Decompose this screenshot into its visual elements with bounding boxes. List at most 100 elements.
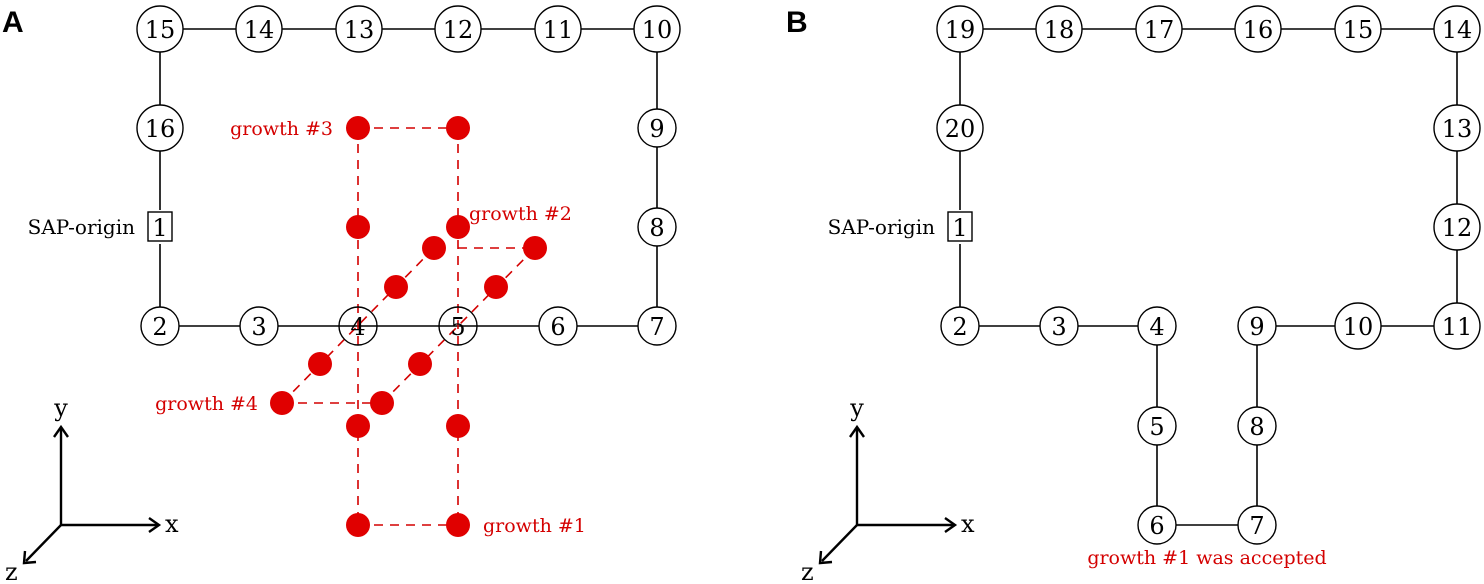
- node-label: 15: [145, 16, 176, 44]
- node-label: 11: [543, 16, 574, 44]
- node-16: [136, 104, 184, 152]
- node-label: 7: [1249, 512, 1264, 540]
- node-label: 9: [649, 115, 664, 143]
- growth-4-label: growth #4: [155, 393, 258, 415]
- panel-b: B: [786, 5, 1481, 584]
- node-label: 19: [945, 16, 976, 44]
- y-axis-arrow-icon: [849, 424, 865, 438]
- growth-diagonal-left: [281, 247, 435, 404]
- z-axis-label: z: [801, 558, 814, 584]
- growth-dot: [308, 352, 332, 376]
- growth-2-label: growth #2: [469, 203, 572, 225]
- node-label: 16: [1243, 16, 1274, 44]
- x-axis-label: x: [961, 510, 975, 538]
- x-axis-label: x: [165, 510, 179, 538]
- growth-dot: [446, 116, 470, 140]
- node-label: 3: [1051, 313, 1066, 341]
- panel-b-backbone-edges: [959, 28, 1458, 526]
- growth-dot: [446, 215, 470, 239]
- growth-dot: [446, 414, 470, 438]
- node-10: [633, 5, 681, 53]
- node-13: [1433, 104, 1481, 152]
- node-label: 2: [152, 313, 167, 341]
- node-4: [338, 306, 378, 346]
- node-15: [136, 5, 184, 53]
- node-19: [936, 5, 984, 53]
- z-axis-arrow-icon: [818, 550, 833, 565]
- node-7: [1237, 505, 1277, 545]
- origin-node-label: 1: [952, 214, 967, 242]
- panel-a: A: [2, 5, 681, 584]
- x-axis-arrow-icon: [944, 517, 958, 533]
- z-axis-arrow-icon: [22, 550, 37, 565]
- node-11: [1433, 302, 1481, 350]
- node-label: 15: [1343, 16, 1374, 44]
- y-axis-arrow-icon: [53, 424, 69, 438]
- node-label: 4: [350, 313, 365, 341]
- growth-dot: [422, 236, 446, 260]
- growth-dot: [370, 391, 394, 415]
- panel-b-letter: B: [786, 6, 808, 39]
- node-11: [534, 5, 582, 53]
- growth-diagonal-right: [381, 247, 536, 404]
- node-label: 8: [1249, 413, 1264, 441]
- sap-origin-label: SAP-origin: [28, 215, 135, 239]
- node-label: 8: [649, 214, 664, 242]
- node-3: [239, 306, 279, 346]
- node-label: 5: [1149, 413, 1164, 441]
- node-12: [1433, 203, 1481, 251]
- z-axis-line: [821, 524, 858, 562]
- z-axis-line: [25, 524, 62, 562]
- node-10: [1334, 302, 1382, 350]
- node-4: [1137, 306, 1177, 346]
- node-15: [1334, 5, 1382, 53]
- node-label: 14: [244, 16, 275, 44]
- node-label: 9: [1249, 313, 1264, 341]
- node-label: 14: [1442, 16, 1473, 44]
- panel-a-node-labels: 15 14 13 12 11 10 16 9 8 2 3 4 5 6 7 1: [145, 16, 673, 341]
- node-6: [1137, 505, 1177, 545]
- growth-dot: [346, 513, 370, 537]
- node-7: [637, 306, 677, 346]
- growth-dot: [523, 236, 547, 260]
- origin-node-box: [147, 211, 173, 242]
- node-12: [434, 5, 482, 53]
- panel-b-nodes: [936, 5, 1481, 545]
- node-label: 6: [1149, 512, 1164, 540]
- node-9: [1237, 306, 1277, 346]
- growth-accepted-caption: growth #1 was accepted: [1087, 547, 1326, 569]
- panel-b-node-labels: 19 18 17 16 15 14 20 13 12 11 10 9 8 7 6…: [945, 16, 1473, 540]
- node-label: 13: [1442, 115, 1473, 143]
- origin-node-label: 1: [152, 214, 167, 242]
- node-label: 2: [952, 313, 967, 341]
- node-label: 20: [945, 115, 976, 143]
- node-label: 6: [550, 313, 565, 341]
- growth-3-label: growth #3: [230, 118, 333, 140]
- growth-dot: [384, 275, 408, 299]
- panel-a-axes: y x z: [5, 394, 179, 584]
- node-5: [438, 306, 478, 346]
- node-label: 12: [443, 16, 474, 44]
- panel-a-growth-lines: [281, 127, 536, 526]
- growth-dot: [346, 414, 370, 438]
- y-axis-label: y: [849, 394, 864, 422]
- node-14: [235, 5, 283, 53]
- node-5: [1137, 406, 1177, 446]
- growth-dot: [346, 215, 370, 239]
- node-label: 16: [145, 115, 176, 143]
- node-16: [1234, 5, 1282, 53]
- node-label: 7: [649, 313, 664, 341]
- node-8: [1237, 406, 1277, 446]
- node-label: 11: [1442, 313, 1473, 341]
- panel-a-backbone-edges: [159, 28, 658, 327]
- panel-a-letter: A: [2, 6, 24, 39]
- growth-1-label: growth #1: [483, 515, 586, 537]
- node-2: [140, 306, 180, 346]
- node-17: [1135, 5, 1183, 53]
- node-18: [1035, 5, 1083, 53]
- node-label: 12: [1442, 214, 1473, 242]
- y-axis-label: y: [53, 394, 68, 422]
- panel-a-growth-dots: [270, 116, 547, 537]
- node-label: 18: [1044, 16, 1075, 44]
